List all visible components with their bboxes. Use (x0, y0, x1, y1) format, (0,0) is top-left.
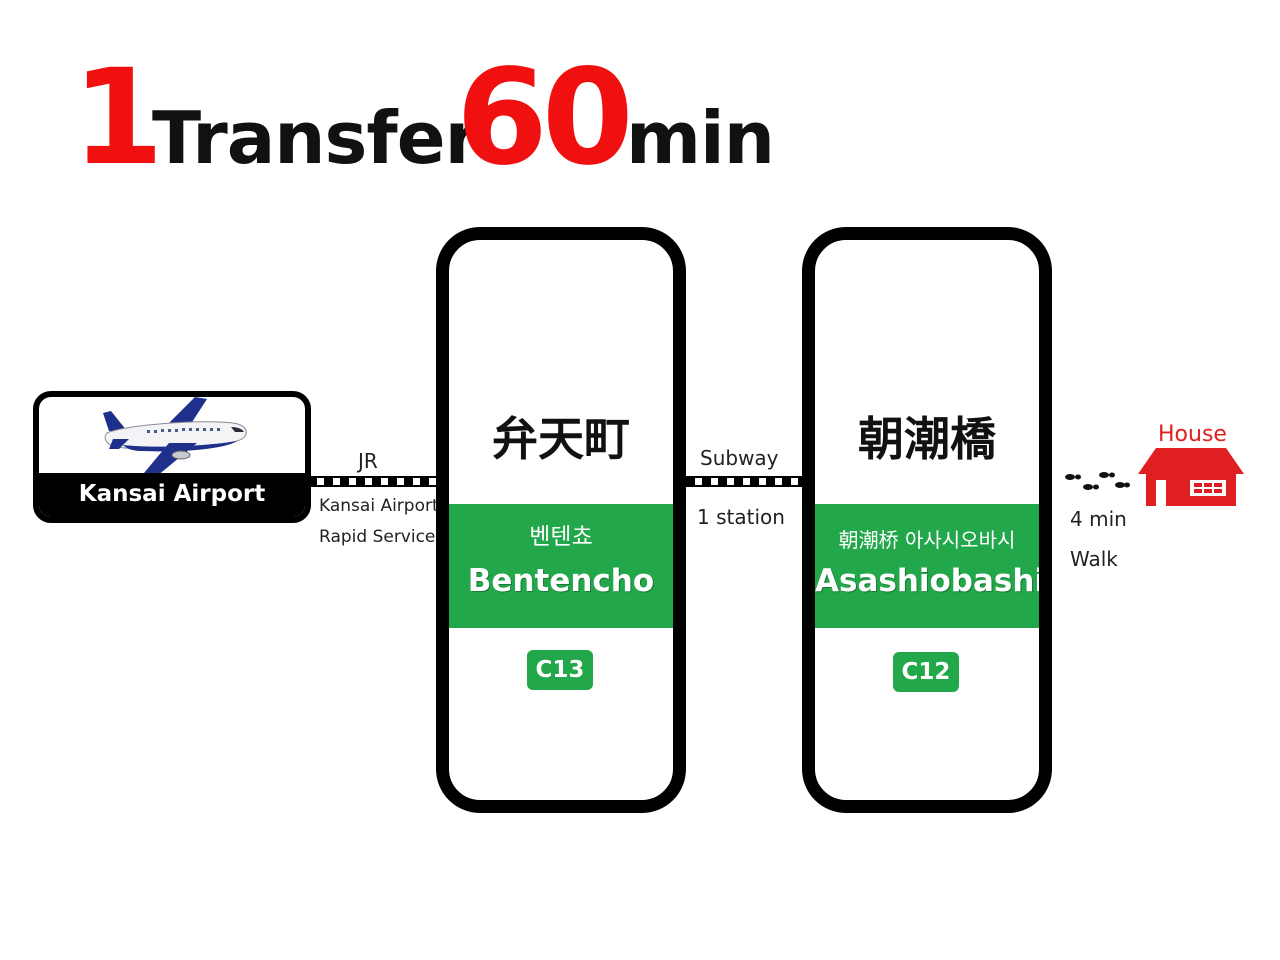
leg1-service-label-2: Rapid Service (319, 527, 436, 547)
station-name-ja: 弁天町 (492, 412, 630, 466)
station-name-band: 朝潮桥 아사시오바시 Asashiobashi (815, 504, 1039, 628)
subway-track-line (686, 476, 802, 487)
station-name-ko: 朝潮桥 아사시오바시 (838, 528, 1016, 552)
leg3-mode-label: Walk (1070, 547, 1118, 571)
station-card-bentencho: 弁天町 벤텐쵸 Bentencho C13 (436, 227, 686, 813)
house-icon (1138, 448, 1244, 506)
station-name-ko: 벤텐쵸 (529, 524, 593, 550)
leg1-service-label-1: Kansai Airport (319, 496, 439, 516)
duration-value: 60 (456, 41, 634, 195)
station-name-en: Bentencho (467, 563, 655, 599)
origin-airport-card: Kansai Airport (33, 391, 311, 523)
station-name-ja: 朝潮橋 (858, 412, 996, 466)
station-name-en: Asashiobashi (815, 563, 1046, 599)
station-card-asashiobashi: 朝潮橋 朝潮桥 아사시오바시 Asashiobashi C12 (802, 227, 1052, 813)
duration-unit: min (626, 96, 775, 180)
station-code-badge: C13 (527, 650, 593, 690)
airplane-icon (103, 397, 247, 481)
transfers-label: Transfer (152, 96, 480, 180)
destination-name: House (1158, 422, 1227, 447)
transfers-count: 1 (72, 41, 164, 195)
footprints-icon (1065, 472, 1130, 490)
leg2-stops-label: 1 station (697, 505, 785, 529)
leg1-line-label: JR (358, 449, 378, 473)
leg3-duration-label: 4 min (1070, 507, 1127, 531)
origin-name: Kansai Airport (39, 473, 305, 517)
station-name-band: 벤텐쵸 Bentencho (449, 504, 673, 628)
leg2-line-label: Subway (700, 446, 779, 470)
jr-track-line (308, 476, 438, 487)
station-code-badge: C12 (893, 652, 959, 692)
